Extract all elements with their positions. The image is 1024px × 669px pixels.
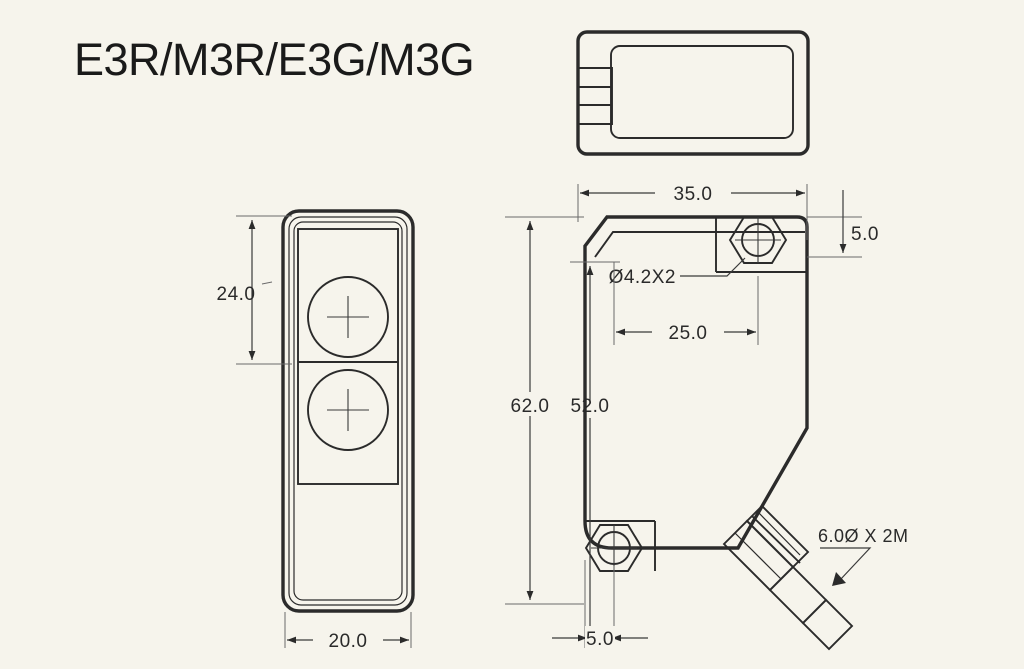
dimension-hole-spacing: 25.0 (613, 262, 759, 345)
front-view-lower-lens (307, 369, 389, 451)
top-view-inner-window (610, 45, 794, 139)
dim-52-label: 52.0 (571, 396, 610, 417)
side-view-front-face-line (594, 231, 805, 258)
dim-5top-label: 5.0 (851, 224, 879, 245)
dim-20-label-mask (313, 628, 383, 652)
dim-62-label-mask (505, 392, 557, 416)
dimension-side-total-height: 62.0 (505, 216, 584, 605)
dim-5bot-label: 5.0 (586, 629, 614, 650)
hole-callout-leader (680, 257, 746, 277)
side-view-boss-bottom-hex (584, 524, 644, 572)
side-view-boss-top-hex (728, 216, 788, 264)
top-view (576, 30, 810, 156)
dimension-front-height: 24.0 (217, 215, 292, 365)
dimension-side-width: 35.0 (577, 182, 808, 240)
dim-24-label: 24.0 (217, 284, 256, 305)
dimension-front-width: 20.0 (284, 612, 412, 652)
front-view-lower-lens-circle (307, 369, 389, 451)
dim-25-label: 25.0 (669, 323, 708, 344)
top-view-outer-body (576, 30, 810, 156)
front-view-upper-lens (307, 276, 389, 358)
dimension-side-inner-height: 52.0 (570, 261, 620, 640)
front-view-lens-window (297, 228, 399, 485)
callout-mounting-holes: Ø4.2X2 (609, 257, 746, 288)
cable-seam-line-1 (734, 532, 782, 580)
dim-24-tick (261, 281, 273, 285)
front-view-body-edge (293, 221, 403, 601)
front-view-upper-lens-circle (307, 276, 389, 358)
dim-25-label-mask (652, 321, 724, 343)
dimension-side-top-offset: 5.0 (807, 190, 879, 258)
cable-sleeve (801, 598, 854, 651)
dim-20-label: 20.0 (329, 631, 368, 652)
cable-callout-arrowhead (832, 572, 846, 586)
cable-seam-line-2 (756, 510, 801, 556)
side-view-mounting-boss-top (715, 216, 807, 273)
dimension-side-bottom-offset: 5.0 (552, 560, 648, 650)
page-title: E3R/M3R/E3G/M3G (74, 34, 475, 85)
cable-center-guide (751, 515, 801, 564)
callout-cable: 6.0Ø X 2M (818, 526, 909, 586)
side-view-mounting-boss-bottom (584, 520, 656, 572)
dim-62-label: 62.0 (511, 396, 550, 417)
dim-5bot-label-mask (585, 626, 615, 650)
dim-35-label: 35.0 (674, 184, 713, 205)
front-view-outer-body (281, 209, 415, 613)
cable-callout-leader (820, 547, 872, 581)
side-view (583, 215, 854, 651)
front-view-outer-body-inline (288, 216, 408, 606)
side-view-cable-assembly (722, 504, 854, 651)
front-view (281, 209, 415, 613)
cable-callout-label: 6.0Ø X 2M (818, 526, 909, 546)
top-view-connector-tab (578, 67, 613, 125)
side-view-body-outline (583, 215, 809, 550)
dim-35-label-mask (655, 182, 731, 204)
cable-gland-section-3 (768, 565, 828, 625)
hole-callout-label: Ø4.2X2 (609, 267, 676, 288)
